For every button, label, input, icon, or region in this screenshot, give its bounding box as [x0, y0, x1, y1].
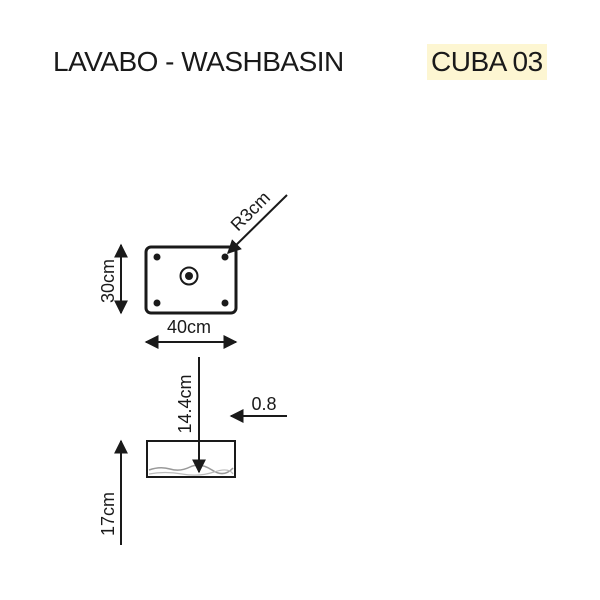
side-view — [146, 440, 236, 478]
radius-label: R3cm — [227, 187, 274, 234]
basin-interior-texture — [148, 464, 234, 475]
depth-label: 30cm — [98, 259, 118, 303]
wall-thickness-label: 0.8 — [251, 394, 276, 414]
width-dimension: 40cm — [144, 317, 238, 349]
depth-dimension: 30cm — [98, 243, 128, 315]
height-label: 17cm — [98, 492, 118, 536]
mounting-hole-top-right — [221, 253, 229, 261]
inner-depth-label: 14.4cm — [175, 374, 195, 433]
radius-dimension: R3cm — [227, 187, 288, 254]
drain-outer-ring — [179, 266, 199, 286]
drain-inner — [185, 272, 193, 280]
radius-leader-line — [227, 194, 288, 254]
mounting-hole-bottom-left — [153, 299, 161, 307]
basin-top-outline — [144, 245, 238, 315]
page-title: LAVABO - WASHBASIN — [53, 46, 344, 77]
model-code-badge: CUBA 03 — [427, 44, 547, 80]
wall-thickness-dimension: 0.8 — [229, 394, 287, 423]
width-label: 40cm — [167, 317, 211, 337]
basin-interior-texture-2 — [148, 469, 234, 476]
height-dimension: 17cm — [98, 439, 128, 545]
inner-depth-dimension: 14.4cm — [175, 357, 206, 474]
mounting-hole-bottom-right — [221, 299, 229, 307]
mounting-hole-top-left — [153, 253, 161, 261]
basin-side-outline — [146, 440, 236, 478]
top-view — [144, 245, 238, 315]
